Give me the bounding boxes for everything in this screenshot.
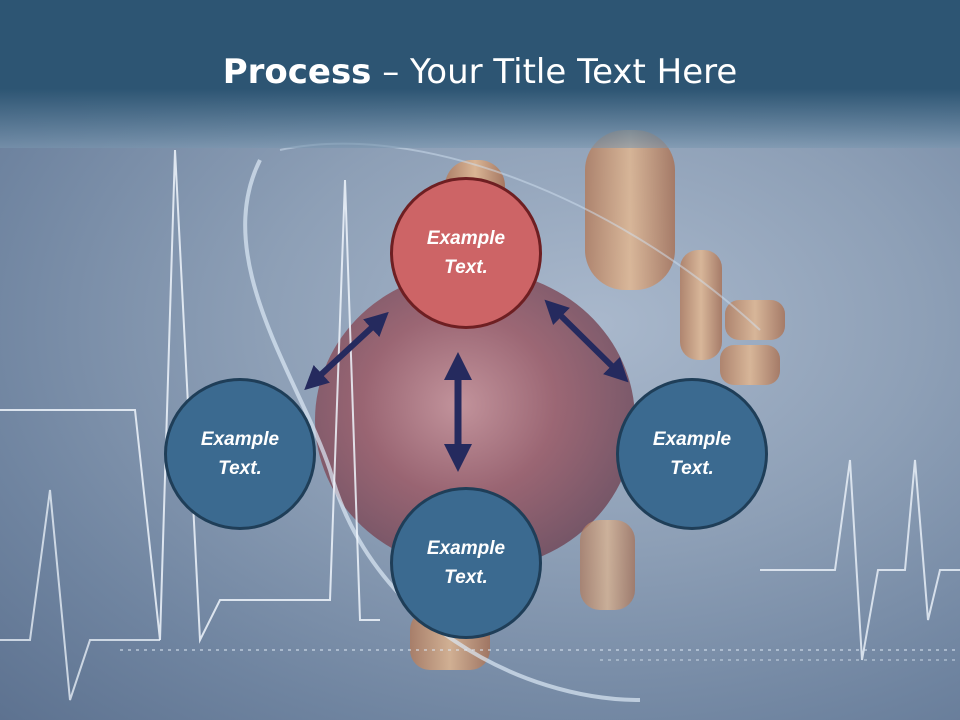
arrow-top-left bbox=[304, 311, 389, 391]
title-bold: Process bbox=[222, 52, 372, 92]
slide-title: Process – Your Title Text Here bbox=[0, 52, 960, 92]
node-bottom: Example Text. bbox=[390, 487, 542, 639]
node-bottom-label: Example Text. bbox=[426, 538, 506, 588]
node-top: Example Text. bbox=[390, 177, 542, 329]
node-right: Example Text. bbox=[616, 378, 768, 530]
header-bar bbox=[0, 0, 960, 148]
node-top-label: Example Text. bbox=[426, 228, 506, 278]
node-right-label: Example Text. bbox=[652, 429, 732, 479]
node-left: Example Text. bbox=[164, 378, 316, 530]
arrow-top-right bbox=[544, 299, 629, 383]
node-left-label: Example Text. bbox=[200, 429, 280, 479]
title-rest: – Your Title Text Here bbox=[371, 52, 738, 92]
